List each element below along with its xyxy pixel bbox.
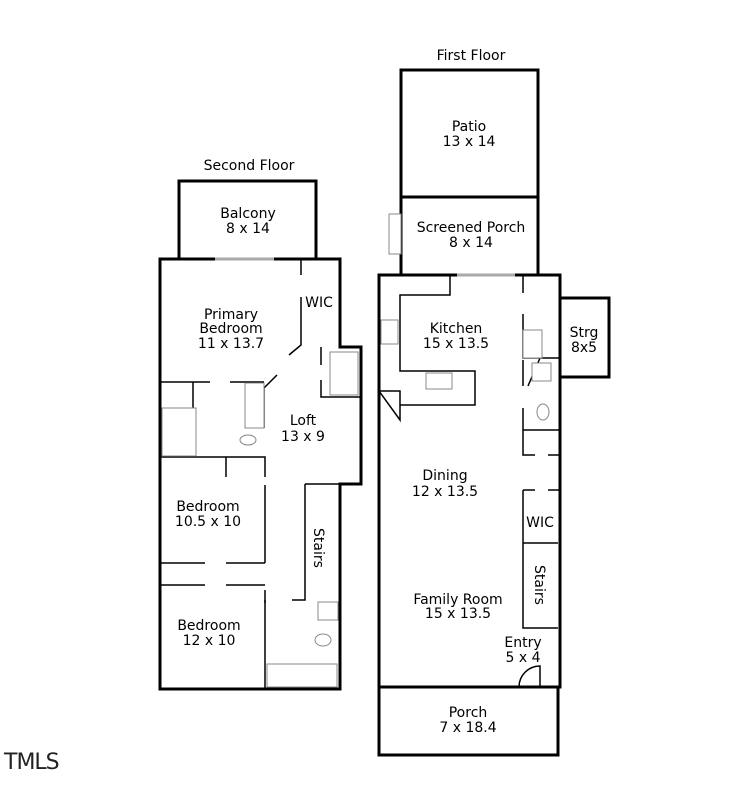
washer-icon bbox=[522, 329, 543, 359]
toilet-icon bbox=[314, 633, 332, 647]
interior-walls bbox=[160, 259, 361, 689]
shower-icon bbox=[161, 407, 197, 457]
tmls-logo: TMLS bbox=[3, 750, 59, 775]
room-label: Stairs bbox=[310, 528, 326, 568]
washer-dryer-icon bbox=[329, 351, 359, 396]
bathtub-icon bbox=[266, 663, 338, 688]
toilet-icon bbox=[239, 434, 257, 446]
sink-icon bbox=[531, 362, 552, 382]
vanity-sink-icon bbox=[244, 382, 265, 429]
sink-icon bbox=[317, 601, 339, 621]
toilet-icon bbox=[536, 403, 550, 421]
room-label: WIC bbox=[305, 295, 333, 311]
stove-icon bbox=[380, 319, 399, 345]
first-floor-title: First Floor bbox=[437, 48, 506, 64]
second-floor-title: Second Floor bbox=[204, 158, 295, 174]
room-label: WIC bbox=[526, 515, 554, 531]
second-floor-outline bbox=[158, 257, 363, 691]
room-label: Stairs bbox=[531, 565, 547, 605]
storage-outline bbox=[558, 296, 611, 379]
kitchen-sink-icon bbox=[425, 372, 453, 390]
porch-outline bbox=[377, 685, 560, 757]
screen-door bbox=[388, 213, 402, 255]
